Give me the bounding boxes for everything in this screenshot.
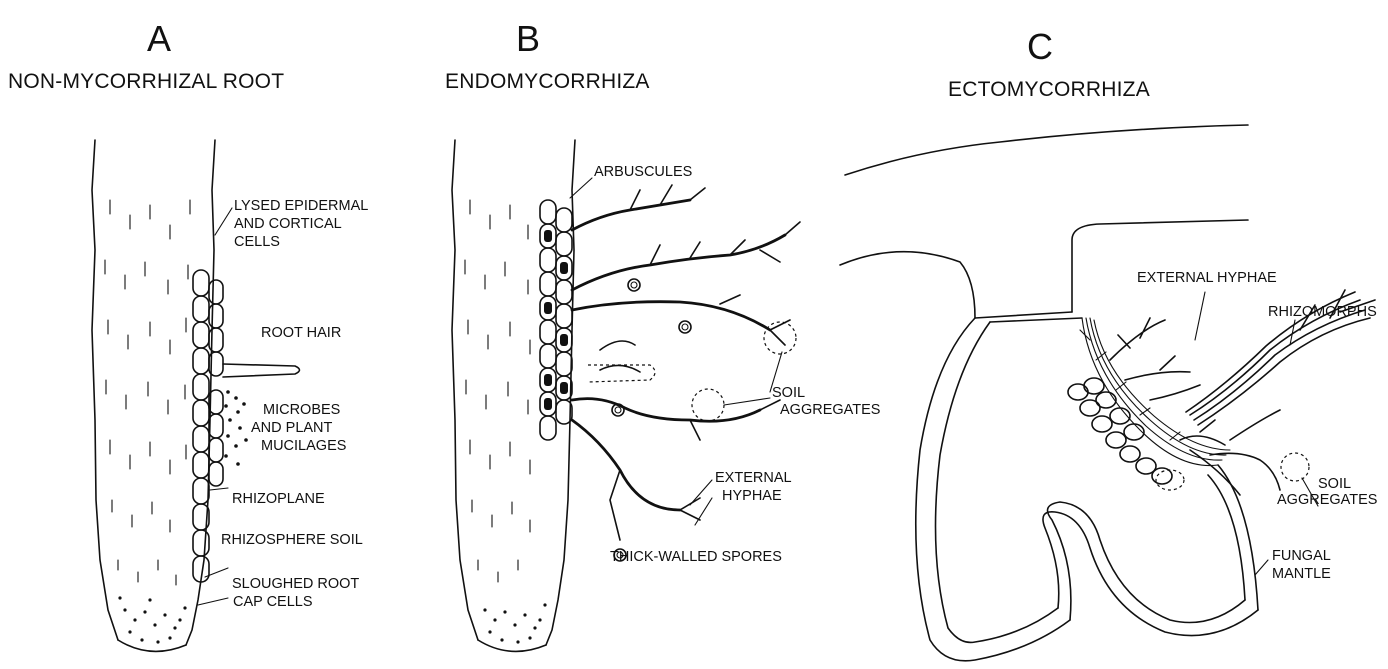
label-c-soil-line1: SOIL	[1318, 476, 1351, 493]
panel-c-mantle-inner	[936, 322, 1059, 642]
label-b-external-line2: HYPHAE	[722, 488, 782, 505]
panel-b-soil-aggregate-1	[764, 322, 796, 354]
panel-c-mantle-outer	[916, 318, 1070, 661]
label-rhizomorphs: RHIZOMORPHS	[1268, 304, 1377, 321]
panel-b-title: ENDOMYCORRHIZA	[445, 70, 650, 94]
panel-c-letter: C	[1027, 26, 1053, 68]
panel-b-letter: B	[516, 18, 540, 60]
panel-c-lower-loop-inner	[1043, 512, 1258, 636]
panel-c-mantle-top-link	[975, 312, 1082, 322]
panel-a-title: NON-MYCORRHIZAL ROOT	[8, 70, 284, 94]
panel-b-soil-aggregate-2	[692, 389, 724, 421]
label-mantle-line2: MANTLE	[1272, 566, 1331, 583]
label-sloughed-line1: SLOUGHED ROOT	[232, 576, 359, 593]
panel-b-root-cap-stipple	[483, 603, 546, 643]
label-thick-walled-spores: THICK-WALLED SPORES	[610, 549, 782, 566]
label-c-soil-line2: AGGREGATES	[1277, 492, 1377, 509]
panel-b-root-cap-tip	[478, 640, 546, 651]
panel-a-epidermal-cells	[193, 270, 223, 582]
label-lysed-line2: AND CORTICAL	[234, 216, 342, 233]
label-rhizoplane: RHIZOPLANE	[232, 491, 325, 508]
label-microbes-line1: MICROBES	[263, 402, 340, 419]
panel-c-title: ECTOMYCORRHIZA	[948, 78, 1150, 102]
panel-c-root-vertical	[1072, 220, 1248, 312]
label-b-external-line1: EXTERNAL	[715, 470, 792, 487]
label-sloughed-line2: CAP CELLS	[233, 594, 313, 611]
panel-a-root-outline-left	[92, 140, 118, 640]
panel-c-cortical-cells	[1068, 378, 1172, 484]
panel-a-root-hair	[223, 364, 300, 377]
panel-c-soil-aggregate	[1281, 453, 1309, 481]
label-b-soil-line1: SOIL	[772, 385, 805, 402]
panel-a-letter: A	[147, 18, 171, 60]
label-microbes-line2: AND PLANT	[251, 420, 332, 437]
label-c-external-hyphae: EXTERNAL HYPHAE	[1137, 270, 1277, 287]
panel-c-soil-surface-curve	[845, 125, 1248, 175]
label-microbes-line3: MUCILAGES	[261, 438, 346, 455]
panel-a-root-cap-stipple	[118, 596, 186, 643]
label-root-hair: ROOT HAIR	[261, 325, 341, 342]
label-lysed-line3: CELLS	[234, 234, 280, 251]
label-b-soil-line2: AGGREGATES	[780, 402, 880, 419]
label-mantle-line1: FUNGAL	[1272, 548, 1331, 565]
panel-b-root-outline-left	[452, 140, 478, 640]
panel-c-leader-lines	[1195, 292, 1318, 575]
panel-c-lower-loop-outer	[1048, 502, 1246, 623]
panel-b-root-drawing	[452, 140, 800, 651]
panel-b-interior-marks	[465, 200, 530, 582]
label-rhizosphere-soil: RHIZOSPHERE SOIL	[221, 532, 363, 549]
panel-b-dashed-hair	[588, 365, 655, 382]
label-lysed-line1: LYSED EPIDERMAL	[234, 198, 368, 215]
label-arbuscules: ARBUSCULES	[594, 164, 692, 181]
panel-a-interior-marks	[105, 200, 190, 585]
panel-c-root-outline-upper	[840, 252, 975, 318]
panel-a-microbe-dots	[224, 390, 248, 466]
panel-a-root-cap-tip	[118, 640, 186, 651]
